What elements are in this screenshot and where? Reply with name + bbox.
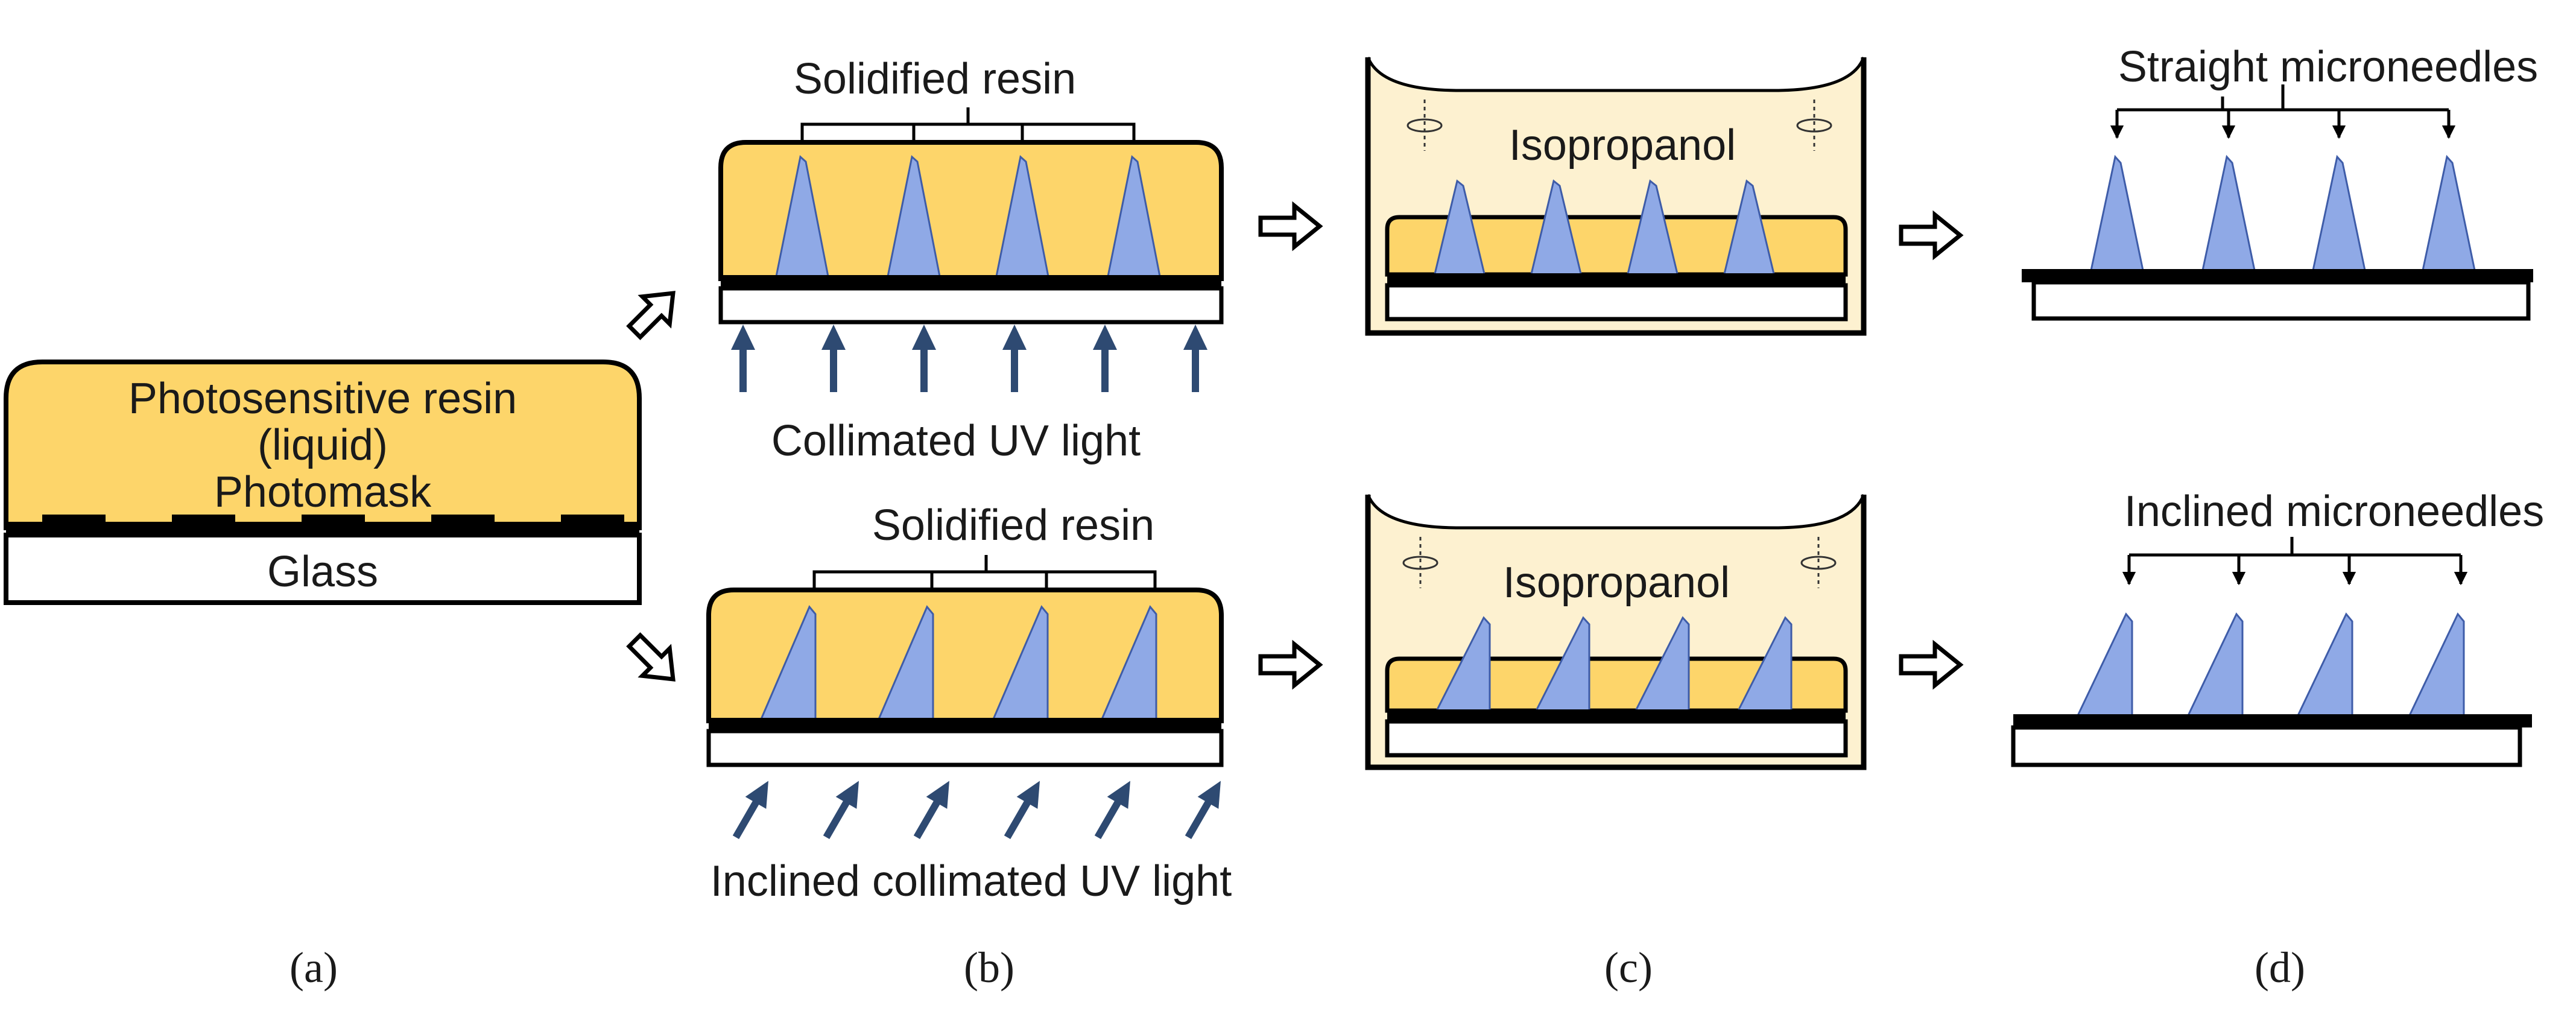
bracket-bottom-b <box>812 555 1157 585</box>
caption-a: (a) <box>290 943 338 992</box>
solidified-resin-label-bottom: Solidified resin <box>872 501 1154 550</box>
final-inclined-needle-1 <box>2076 612 2133 717</box>
mask-opaque-4 <box>431 515 495 524</box>
final-straight-needle-2 <box>2201 154 2256 271</box>
photomask-label: Photomask <box>214 468 432 516</box>
arrow-b-to-c-top <box>1258 201 1323 252</box>
caption-c: (c) <box>1604 943 1653 992</box>
meniscus-top <box>1366 57 1866 92</box>
photomask-layer <box>6 522 639 535</box>
glass-top-d <box>2031 280 2531 321</box>
mask-opaque-5 <box>561 515 624 524</box>
inclined-microneedles-label: Inclined microneedles <box>2124 487 2544 536</box>
glass-substrate <box>4 533 642 605</box>
stir-swirl-left-bottom <box>1402 537 1438 588</box>
panel-d-bottom: Inclined microneedles <box>2011 487 2544 767</box>
photomask-top-c <box>1387 273 1846 285</box>
stir-swirl-right-bottom <box>1800 537 1837 588</box>
solidified-resin-label-top: Solidified resin <box>794 55 1076 103</box>
isopropanol-label-bottom: Isopropanol <box>1503 559 1730 607</box>
beaker-bottom <box>1365 495 1867 770</box>
stir-swirl-right-top <box>1796 100 1832 151</box>
meniscus-bottom <box>1366 494 1866 530</box>
resin-label-line2: (liquid) <box>258 421 388 469</box>
photomask-top-d <box>2022 269 2533 282</box>
resin-body-bottom <box>706 588 1224 723</box>
resin-label-line1: Photosensitive resin <box>128 375 517 423</box>
inclined-uv-light-label: Inclined collimated UV light <box>710 857 1232 905</box>
panel-a: Photosensitive resin (liquid) Photomask … <box>4 360 642 605</box>
glass-top-c <box>1385 283 1848 322</box>
final-straight-needle-4 <box>2422 154 2476 271</box>
final-inclined-needle-2 <box>2186 612 2244 717</box>
uv-light-label: Collimated UV light <box>771 417 1141 465</box>
glass-label: Glass <box>267 548 378 596</box>
liquid-resin-body <box>4 360 642 530</box>
beaker-top <box>1365 57 1867 336</box>
final-straight-needle-1 <box>2090 154 2144 271</box>
straight-microneedles-label: Straight microneedles <box>2118 43 2538 91</box>
panel-c-bottom: Isopropanol <box>1365 494 1867 770</box>
arrow-b-to-c-bottom <box>1258 639 1323 690</box>
caption-d: (d) <box>2255 943 2305 992</box>
photomask-bottom-b <box>709 718 1221 731</box>
panel-d-top: Straight microneedles <box>2022 43 2538 321</box>
photomask-bottom-d <box>2013 714 2532 727</box>
uv-arrows-inclined <box>732 781 1221 839</box>
final-inclined-needle-4 <box>2408 612 2465 717</box>
photomask-top-b <box>721 275 1221 288</box>
remaining-resin-bottom <box>1385 656 1848 713</box>
glass-bottom-b <box>706 729 1224 767</box>
arrow-c-to-d-bottom <box>1899 639 1964 690</box>
bracket-top-b <box>800 107 1136 138</box>
glass-bottom-c <box>1385 719 1848 758</box>
panel-b-top: Solidified resin Collimated UV light <box>718 55 1224 465</box>
mask-opaque-2 <box>172 515 235 524</box>
glass-bottom-d <box>2011 725 2522 767</box>
uv-arrows-vertical <box>731 325 1207 392</box>
arrow-a-to-b-top <box>626 291 676 340</box>
final-straight-needle-3 <box>2312 154 2366 271</box>
photomask-bottom-c <box>1387 709 1846 721</box>
glass-top-b <box>718 286 1224 325</box>
mask-opaque-3 <box>302 515 365 524</box>
resin-body-top <box>718 140 1224 281</box>
mask-opaque-1 <box>42 515 106 524</box>
arrow-c-to-d-top <box>1899 210 1964 261</box>
panel-c-top: Isopropanol <box>1365 57 1867 336</box>
isopropanol-label-top: Isopropanol <box>1509 121 1736 170</box>
panel-b-bottom: Solidified resin Inclined collimated UV … <box>706 501 1232 905</box>
stir-swirl-left-top <box>1407 100 1443 151</box>
caption-b: (b) <box>964 943 1014 992</box>
arrow-a-to-b-bottom <box>626 632 676 682</box>
final-inclined-needle-3 <box>2296 612 2353 717</box>
